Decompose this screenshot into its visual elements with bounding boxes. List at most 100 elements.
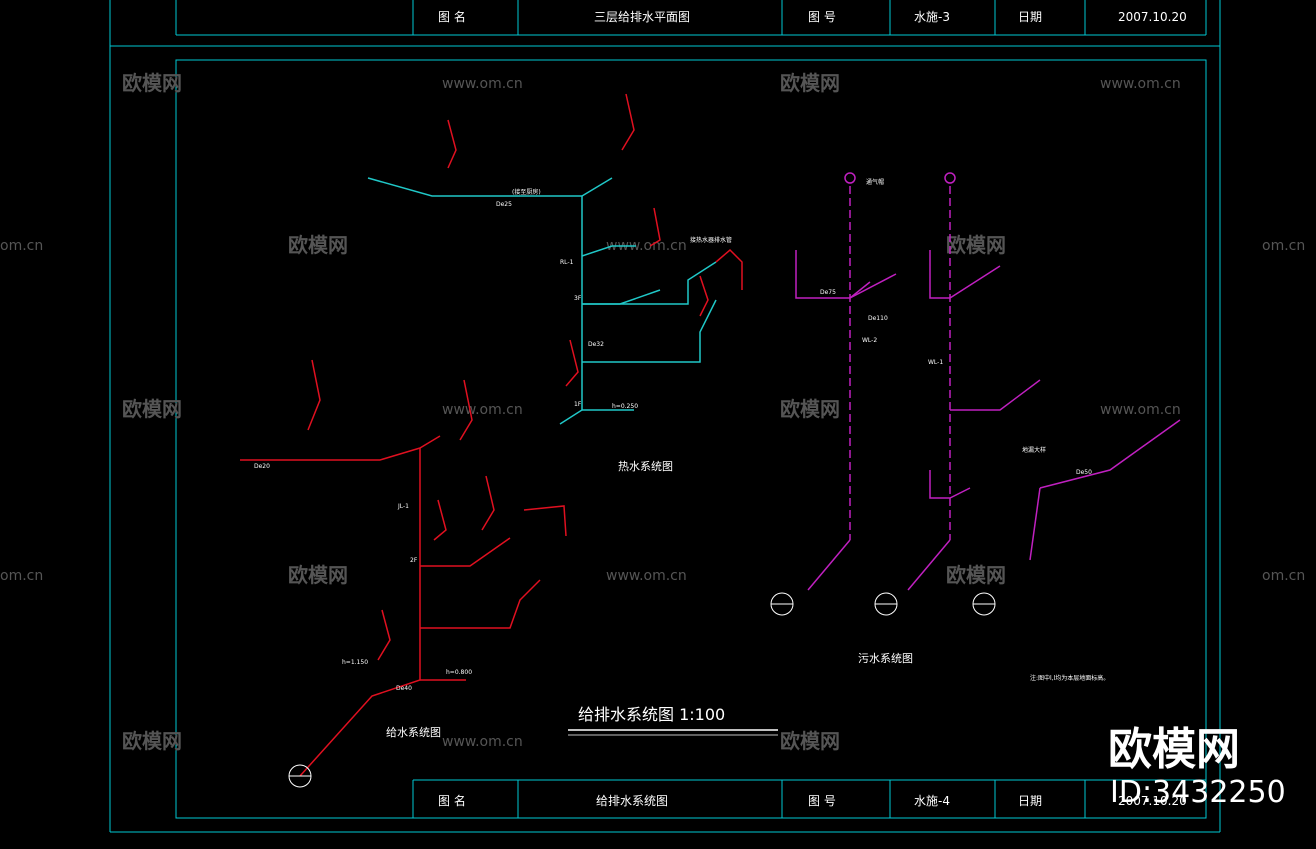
watermark-url: om.cn bbox=[0, 238, 43, 254]
label-jump: (接至厨房) bbox=[512, 188, 541, 196]
hot-fixture-1 bbox=[447, 119, 457, 169]
caption-drain: 污水系统图 bbox=[858, 652, 913, 665]
caption-supply: 给水系统图 bbox=[386, 726, 441, 739]
tb-top-drawing-number: 水施-3 bbox=[914, 10, 950, 24]
watermark-url: om.cn bbox=[1262, 238, 1305, 254]
drain-branch-c bbox=[929, 250, 1001, 299]
hot-fixture-4 bbox=[565, 339, 579, 387]
watermark-url: www.om.cn bbox=[606, 568, 687, 584]
supply-branch-mid bbox=[420, 537, 511, 567]
supply-system bbox=[240, 359, 567, 777]
tb-top-number-label: 图 号 bbox=[808, 10, 836, 24]
tb-bottom-name-label: 图 名 bbox=[438, 793, 466, 808]
watermarks: 欧模网 www.om.cn 欧模网 www.om.cn om.cn 欧模网 ww… bbox=[0, 71, 1305, 753]
label-h-0800: h=0.800 bbox=[446, 669, 472, 676]
supply-riser bbox=[299, 448, 421, 777]
tb-top-name-label: 图 名 bbox=[438, 9, 466, 24]
tb-bottom-date-value: 2007.10.20 bbox=[1118, 794, 1187, 808]
label-floor-3f: 3F bbox=[574, 295, 582, 302]
inner-border bbox=[175, 59, 1207, 819]
watermark-brand: 欧模网 bbox=[122, 729, 182, 753]
caption-note: 注:图中l,l均为本层地面标高。 bbox=[1030, 674, 1109, 682]
title-block-top: 图 名 三层给排水平面图 图 号 水施-3 日期 2007.10.20 bbox=[175, 0, 1207, 36]
pipe-labels: RL-1 JL-1 WL-1 WL-2 3F 2F 1F De25 De32 D… bbox=[254, 178, 1092, 692]
drain-outlet-w2 bbox=[807, 539, 851, 591]
label-heater-drain: 接热水器排水管 bbox=[690, 236, 732, 244]
label-de110: De110 bbox=[868, 315, 888, 322]
tb-top-date-value: 2007.10.20 bbox=[1118, 10, 1187, 24]
watermark-brand: 欧模网 bbox=[780, 729, 840, 753]
label-de75: De75 bbox=[820, 289, 836, 296]
tb-top-date-label: 日期 bbox=[1018, 10, 1042, 24]
drain-system bbox=[795, 172, 1181, 591]
tb-bottom-number-label: 图 号 bbox=[808, 794, 836, 808]
drain-branch-e bbox=[929, 470, 971, 499]
supply-top-link bbox=[419, 435, 441, 449]
tb-bottom-drawing-number: 水施-4 bbox=[914, 794, 950, 808]
watermark-url: om.cn bbox=[1262, 568, 1305, 584]
label-de50: De50 bbox=[1076, 469, 1092, 476]
watermark-brand: 欧模网 bbox=[288, 563, 348, 587]
logo-name: 欧模网 bbox=[1108, 724, 1240, 775]
watermark-brand: 欧模网 bbox=[780, 71, 840, 95]
vent-cap-icon bbox=[844, 172, 856, 184]
watermark-url: www.om.cn bbox=[442, 76, 523, 92]
label-h-1150: h=1.150 bbox=[342, 659, 368, 666]
supply-fixture-3 bbox=[481, 475, 495, 531]
supply-fixture-5 bbox=[523, 505, 567, 537]
watermark-url: www.om.cn bbox=[606, 238, 687, 254]
watermark-url: om.cn bbox=[0, 568, 43, 584]
watermark-brand: 欧模网 bbox=[780, 397, 840, 421]
watermark-url: www.om.cn bbox=[1100, 76, 1181, 92]
label-wl2: WL-2 bbox=[862, 337, 877, 344]
drain-outlet-w3 bbox=[1029, 487, 1041, 561]
watermark-url: www.om.cn bbox=[1100, 402, 1181, 418]
label-de20: De20 bbox=[254, 463, 270, 470]
label-roof-vent: 通气帽 bbox=[866, 178, 884, 186]
label-jl1: JL-1 bbox=[397, 503, 409, 510]
hot-water-system bbox=[367, 93, 743, 425]
watermark-url: www.om.cn bbox=[442, 734, 523, 750]
vent-cap-icon bbox=[944, 172, 956, 184]
hot-fixture-5 bbox=[715, 248, 743, 290]
label-h-0250: h=0.250 bbox=[612, 403, 638, 410]
watermark-brand: 欧模网 bbox=[288, 233, 348, 257]
tb-bottom-drawing-name: 给排水系统图 bbox=[596, 794, 668, 808]
watermark-brand: 欧模网 bbox=[946, 563, 1006, 587]
watermark-brand: 欧模网 bbox=[122, 397, 182, 421]
drain-branch-a bbox=[795, 250, 871, 299]
tb-bottom-date-label: 日期 bbox=[1018, 794, 1042, 808]
logo-id: ID:3432250 bbox=[1110, 775, 1286, 810]
supply-branch-1f bbox=[420, 579, 541, 629]
system-captions: 热水系统图 给水系统图 污水系统图 注:图中l,l均为本层地面标高。 bbox=[386, 460, 1109, 739]
hot-branch-1f bbox=[582, 299, 717, 363]
drain-branch-b bbox=[849, 273, 897, 299]
main-title: 给排水系统图 1:100 bbox=[568, 705, 778, 736]
hot-branch-heater bbox=[582, 261, 717, 305]
supply-branch-top bbox=[240, 447, 421, 461]
drain-branch-d bbox=[950, 379, 1041, 411]
label-de32: De32 bbox=[588, 341, 604, 348]
label-floor-2f: 2F bbox=[410, 557, 418, 564]
label-floor-1f: 1F bbox=[574, 401, 582, 408]
hot-fixture-2 bbox=[621, 93, 635, 151]
drawing-main-title: 给排水系统图 1:100 bbox=[578, 705, 725, 724]
watermark-url: www.om.cn bbox=[442, 402, 523, 418]
hot-top-link bbox=[581, 177, 613, 197]
hot-riser bbox=[559, 196, 583, 425]
tb-top-drawing-name: 三层给排水平面图 bbox=[594, 10, 690, 24]
label-floor-drain: 地漏大样 bbox=[1022, 446, 1046, 454]
watermark-brand: 欧模网 bbox=[122, 71, 182, 95]
hot-branch-2f bbox=[582, 289, 661, 305]
hot-branch-top bbox=[367, 177, 582, 197]
title-block-bottom: 图 名 给排水系统图 图 号 水施-4 日期 2007.10.20 bbox=[412, 779, 1206, 818]
sheet-frame bbox=[109, 0, 1221, 833]
drain-branch-f bbox=[1039, 419, 1181, 489]
site-logo: 欧模网 ID:3432250 bbox=[1108, 724, 1286, 810]
label-wl1: WL-1 bbox=[928, 359, 943, 366]
watermark-brand: 欧模网 bbox=[946, 233, 1006, 257]
supply-fixture-6 bbox=[433, 499, 447, 541]
hot-fixture-6 bbox=[699, 275, 709, 317]
supply-fixture-2 bbox=[459, 379, 473, 441]
